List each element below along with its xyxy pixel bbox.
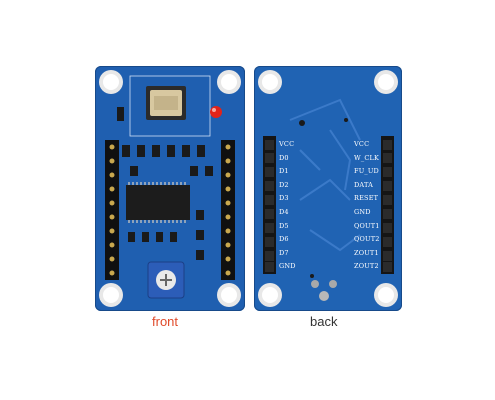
back-left-pin-label: D4 [279, 208, 289, 216]
back-right-pin-label: GND [354, 208, 371, 216]
back-right-pin-label: ZOUT2 [354, 262, 379, 271]
solder-joints [311, 280, 337, 301]
smd-components [122, 145, 213, 176]
main-ic [126, 185, 190, 220]
back-left-pin-label: D0 [279, 153, 289, 162]
back-left-pin-label: D3 [279, 194, 289, 203]
front-pin-row-left [105, 140, 119, 280]
back-right-pin-label: ZOUT1 [354, 248, 379, 257]
mount-hole [262, 287, 278, 303]
back-left-pin-label: VCC [279, 140, 295, 148]
mount-hole [103, 74, 119, 90]
back-right-pin-label: QOUT2 [354, 235, 380, 244]
mount-hole [262, 74, 278, 90]
mount-hole [103, 287, 119, 303]
back-left-pin-label: D5 [279, 221, 289, 230]
silkscreen-outline [129, 75, 211, 137]
back-right-pin-label: RESET [354, 194, 379, 203]
front-caption: front [152, 314, 179, 329]
mount-hole [221, 74, 237, 90]
back-right-pin-label: VCC [354, 140, 370, 148]
back-right-pin-label: W_CLK [354, 153, 380, 162]
mount-hole [378, 287, 394, 303]
back-right-pin-label: QOUT1 [354, 221, 380, 230]
mount-hole [221, 287, 237, 303]
back-left-pin-label: D6 [279, 235, 289, 244]
led [210, 106, 222, 118]
back-left-pin-label: D2 [279, 180, 289, 189]
mount-hole [378, 74, 394, 90]
back-caption: back [310, 314, 338, 329]
back-left-pin-label: GND [279, 262, 296, 271]
back-left-pin-label: D1 [279, 167, 289, 176]
back-board [254, 66, 402, 311]
back-right-pin-label: DATA [354, 180, 374, 189]
pcb-traces [289, 98, 361, 252]
back-left-pin-label: D7 [279, 248, 289, 257]
back-right-pin-label: FU_UD [354, 167, 379, 176]
front-pin-row-right [221, 140, 235, 280]
